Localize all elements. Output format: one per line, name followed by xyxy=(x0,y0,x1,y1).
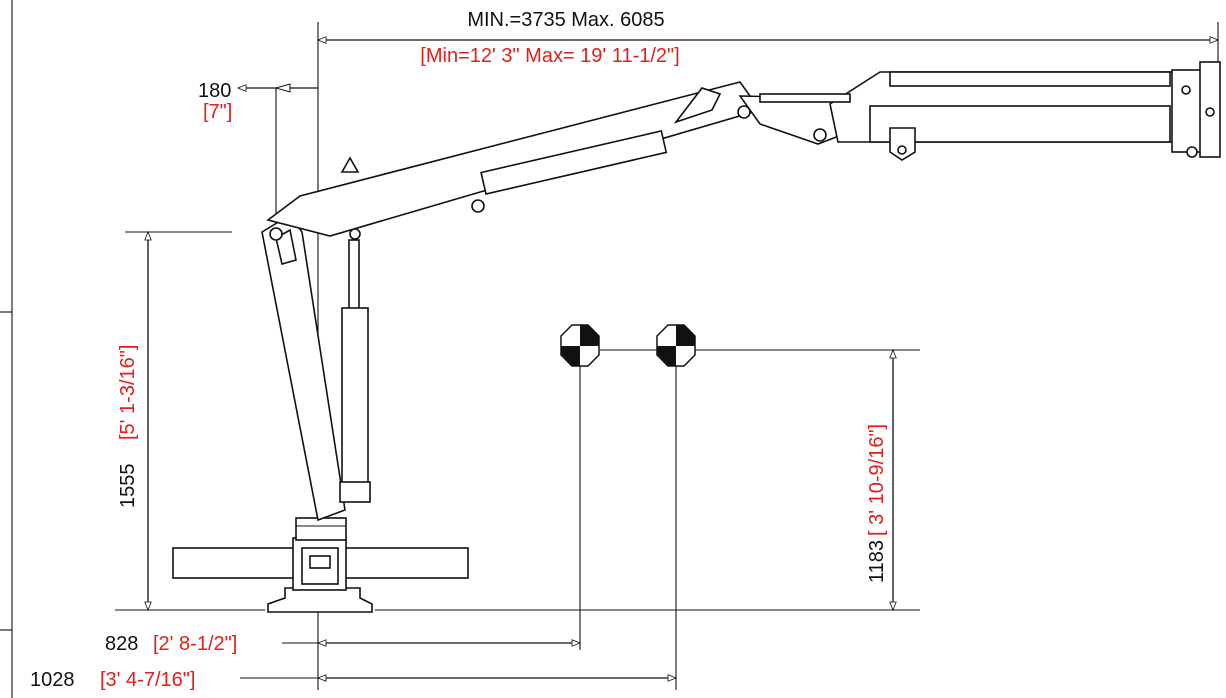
extension-boom-1 xyxy=(889,71,1171,87)
cog-reach-1-imperial-label: [2' 8-1/2"] xyxy=(153,633,237,655)
boom-hook-bracket xyxy=(889,127,916,161)
slewing-gear xyxy=(309,555,331,569)
cog-reach-2-metric-label: 1028 xyxy=(30,669,75,691)
outreach-imperial-label: [Min=12' 3" Max= 19' 11-1/2"] xyxy=(420,45,679,67)
fold-cylinder xyxy=(480,129,668,195)
crane-column xyxy=(261,213,346,522)
center-of-gravity-icon xyxy=(560,324,600,367)
base-plate xyxy=(267,587,373,613)
fold-cylinder-pivot xyxy=(471,199,485,213)
cog-height-metric-label: 1183 xyxy=(866,540,888,583)
center-of-gravity-icon xyxy=(656,324,696,367)
height-imperial-label: [5' 1-3/16"] xyxy=(117,345,139,440)
lift-cylinder-rod xyxy=(348,239,360,311)
boom-link-bracket xyxy=(673,87,722,124)
cog-reach-1-metric-label: 828 xyxy=(105,633,138,655)
hook-eye xyxy=(897,145,907,155)
cog-height-imperial-label: [ 3' 10-9/16"] xyxy=(866,424,888,536)
outer-boom-pivot xyxy=(813,128,827,142)
outreach-metric-label: MIN.=3735 Max. 6085 xyxy=(467,9,664,31)
offset-metric-label: 180 xyxy=(198,80,231,102)
inner-boom xyxy=(266,81,762,237)
boom-eyelet xyxy=(340,156,360,173)
boom-pivot xyxy=(737,105,751,119)
lift-cylinder-base xyxy=(339,481,371,503)
cog-reach-2-imperial-label: [3' 4-7/16"] xyxy=(100,669,195,691)
offset-imperial-label: [7"] xyxy=(203,101,232,123)
lift-cylinder-body xyxy=(341,307,369,489)
extension-rod xyxy=(759,93,851,103)
column-base-ring xyxy=(295,517,347,541)
height-metric-label: 1555 xyxy=(117,464,139,509)
column-pivot xyxy=(269,227,283,241)
extension-boom-2 xyxy=(869,105,1171,143)
boom-tip xyxy=(1171,69,1203,153)
offset-arrow xyxy=(274,83,291,93)
